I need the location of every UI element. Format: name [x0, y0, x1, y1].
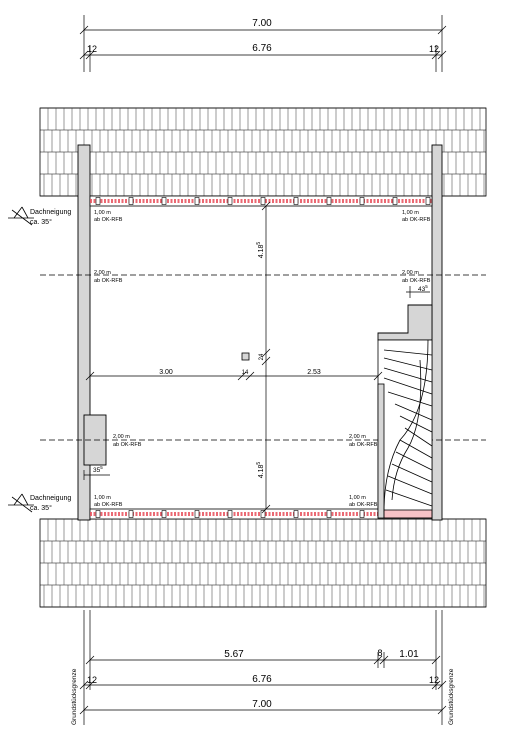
svg-text:1,00 m: 1,00 m [94, 495, 111, 501]
roof-tiles-top [39, 107, 487, 197]
left-wall-dim: 355 [93, 465, 103, 474]
horiz-left-dim: 3.00 [159, 369, 173, 376]
svg-text:ab OK-RFB: ab OK-RFB [94, 278, 123, 284]
horiz-mid-dim: 14 [242, 370, 249, 376]
svg-text:2,00 m: 2,00 m [113, 434, 130, 440]
svg-text:2,00 m: 2,00 m [94, 270, 111, 276]
roof-pitch-bottom: Dachneigung ca. 35° [8, 493, 71, 513]
svg-text:1,00 m: 1,00 m [349, 495, 366, 501]
staircase [377, 339, 433, 519]
svg-text:ab OK-RFB: ab OK-RFB [349, 442, 378, 448]
svg-text:ab OK-RFB: ab OK-RFB [94, 217, 123, 223]
property-line-label-right: Grundstücksgrenze [448, 668, 455, 725]
svg-text:ca. 35°: ca. 35° [30, 218, 52, 226]
right-wall-sup-dim: 435 [418, 284, 428, 293]
svg-text:Dachneigung: Dachneigung [30, 495, 71, 502]
top-left-wall-dim: 12 [87, 44, 97, 54]
svg-text:ab OK-RFB: ab OK-RFB [94, 502, 123, 508]
top-dimension-chain [79, 15, 447, 72]
vert-upper-dim: 4.185 [256, 242, 265, 259]
pitch-triangle-icon [8, 493, 34, 513]
vert-mid-dim: 24 [259, 353, 265, 360]
central-post [241, 352, 250, 361]
svg-text:1,00 m: 1,00 m [94, 210, 111, 216]
roof-tiles-bottom [39, 518, 487, 608]
svg-text:Dachneigung: Dachneigung [30, 209, 71, 216]
top-right-wall-dim: 12 [429, 44, 439, 54]
roof-pitch-top: Dachneigung ca. 35° [8, 206, 71, 226]
bottom-left-wall-dim: 12 [87, 675, 97, 685]
horiz-right-dim: 2.53 [307, 369, 321, 376]
bottom-total-dim: 7.00 [252, 699, 272, 710]
svg-text:ca. 35°: ca. 35° [30, 504, 52, 512]
svg-text:ab OK-RFB: ab OK-RFB [402, 278, 431, 284]
top-total-dim: 7.00 [252, 18, 272, 29]
vert-lower-dim: 4.185 [256, 462, 265, 479]
wall-notch-right [377, 304, 433, 341]
bottom-dimension-chain [79, 610, 447, 725]
svg-text:2,00 m: 2,00 m [349, 434, 366, 440]
svg-text:ab OK-RFB: ab OK-RFB [113, 442, 142, 448]
bottom-seg3-dim: 1.01 [399, 649, 419, 660]
svg-text:2,00 m: 2,00 m [402, 270, 419, 276]
bottom-seg1-dim: 5.67 [224, 649, 244, 660]
pitch-triangle-icon [8, 206, 34, 226]
top-inner-dim: 6.76 [252, 43, 272, 54]
bottom-seg2-dim: 8 [377, 648, 382, 658]
right-wall [431, 144, 443, 521]
height-labels: 1,00 m ab OK-RFB 1,00 m ab OK-RFB 2,00 m… [94, 210, 431, 508]
svg-text:ab OK-RFB: ab OK-RFB [349, 502, 378, 508]
knee-wall-top [89, 195, 433, 207]
bottom-right-wall-dim: 12 [429, 675, 439, 685]
svg-text:ab OK-RFB: ab OK-RFB [402, 217, 431, 223]
svg-text:1,00 m: 1,00 m [402, 210, 419, 216]
bottom-inner-dim: 6.76 [252, 674, 272, 685]
property-line-label-left: Grundstücksgrenze [71, 668, 78, 725]
interior-dimensions [83, 201, 430, 514]
